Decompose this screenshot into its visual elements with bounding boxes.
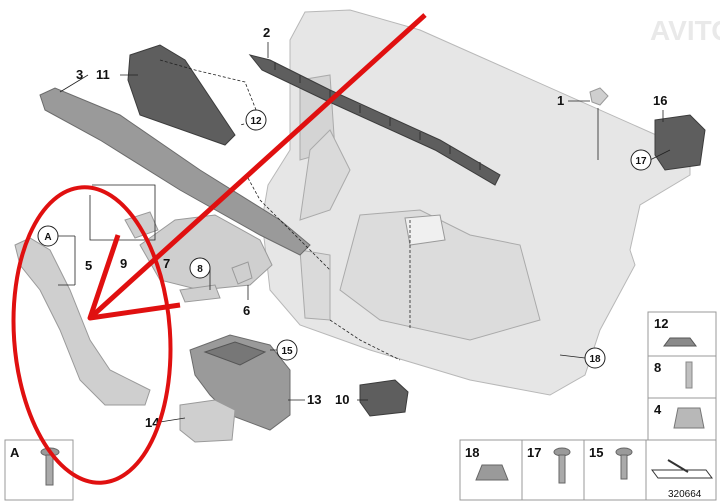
part-6-bracket (231, 261, 253, 285)
red-annotation (11, 13, 427, 485)
legend-bottom-row: 18 17 15 320664 (459, 439, 717, 501)
part-8-clip (179, 284, 221, 303)
legend-8-label: 8 (654, 360, 661, 375)
callout-a-circle: A (44, 232, 51, 243)
callout-6: 6 (243, 303, 250, 318)
door-trim-panel (261, 9, 691, 396)
part-16-block (654, 114, 706, 171)
callout-17-circle: 17 (635, 156, 647, 167)
legend-18-label: 18 (465, 445, 479, 460)
callout-13: 13 (307, 392, 321, 407)
leader-lines (58, 42, 671, 423)
callout-12-circle: 12 (250, 116, 262, 127)
callout-16: 16 (653, 93, 667, 108)
callout-9: 9 (120, 256, 127, 271)
callout-1: 1 (557, 93, 564, 108)
part-13-storage-bin (189, 334, 291, 431)
part-10-switch (359, 379, 409, 417)
legend-right-column: 12 8 4 (647, 311, 717, 441)
legend-15-label: 15 (589, 445, 603, 460)
legend-17-label: 17 (527, 445, 541, 460)
circled-callouts: 12 17 A 8 15 18 (37, 109, 652, 369)
part-5-grip-handle (14, 237, 151, 406)
callout-8-circle: 8 (197, 264, 203, 275)
part-1-clip (589, 87, 609, 106)
callout-3: 3 (76, 67, 83, 82)
reference-symbol-icon (651, 469, 713, 479)
strip-clips (274, 62, 481, 170)
legend-left-box: A (4, 439, 74, 501)
callout-15-circle: 15 (281, 346, 293, 357)
part-11-cover (127, 44, 236, 146)
legend-12-label: 12 (654, 316, 668, 331)
callout-5: 5 (85, 258, 92, 273)
callout-labels: 2 3 11 1 16 5 9 7 6 13 10 14 (76, 25, 667, 430)
watermark-text: AVITO (650, 15, 720, 46)
callout-18-circle: 18 (589, 354, 601, 365)
part-14-insert (179, 399, 236, 443)
legend-a-label: A (10, 445, 20, 460)
part-3-trim-strip (39, 87, 311, 256)
callout-10: 10 (335, 392, 349, 407)
legend-4-label: 4 (654, 402, 662, 417)
callout-11: 11 (96, 67, 110, 82)
callout-2: 2 (263, 25, 270, 40)
reference-number: 320664 (668, 489, 702, 500)
callout-7: 7 (163, 256, 170, 271)
